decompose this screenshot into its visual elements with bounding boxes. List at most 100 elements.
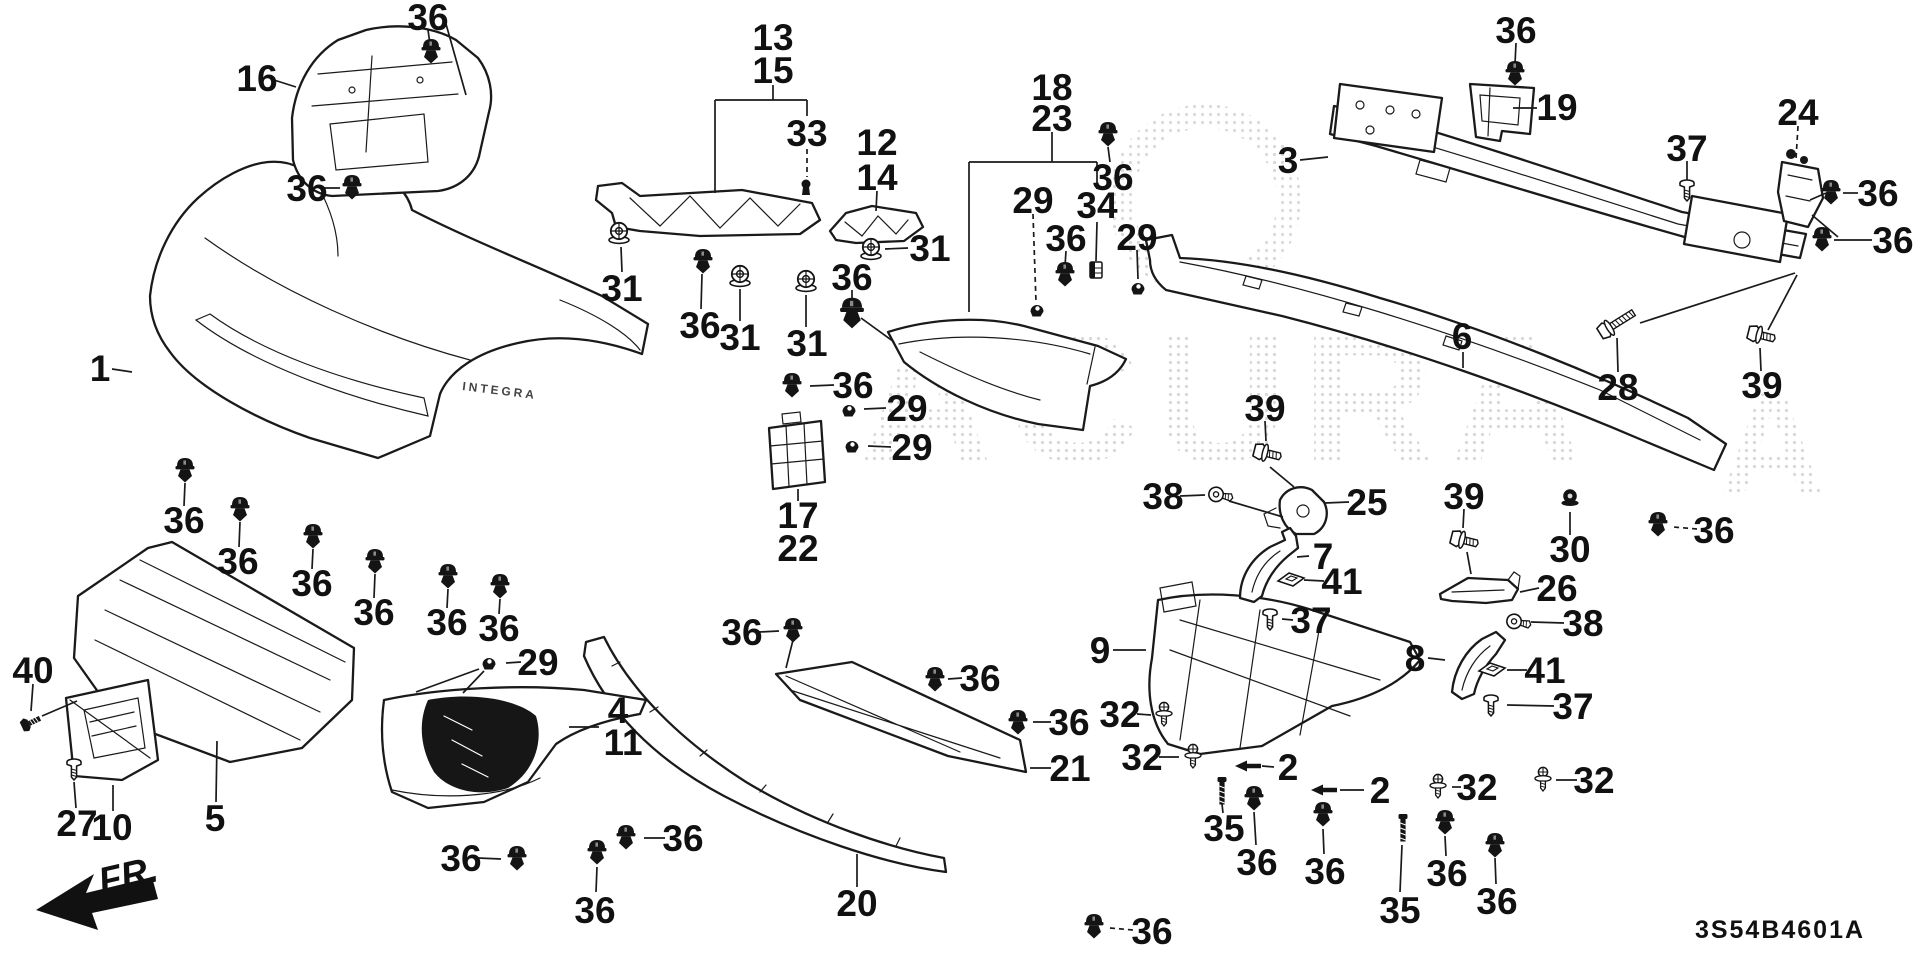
callout-33[interactable]: 33 [786,113,827,154]
callout-31[interactable]: 31 [909,228,950,269]
callout-20[interactable]: 20 [836,883,877,924]
callout-38[interactable]: 38 [1142,476,1183,517]
callout-3[interactable]: 3 [1278,140,1299,181]
callout-36[interactable]: 36 [1304,851,1345,892]
callout-31[interactable]: 31 [786,323,827,364]
callout-5[interactable]: 5 [205,798,226,839]
callout-41[interactable]: 41 [1524,650,1565,691]
callout-29[interactable]: 29 [1116,217,1157,258]
callout-22[interactable]: 22 [777,528,818,569]
callout-36[interactable]: 36 [291,563,332,604]
part-upper-cover-panel[interactable] [774,660,1028,774]
callout-26[interactable]: 26 [1536,568,1577,609]
callout-36[interactable]: 36 [1476,881,1517,922]
callout-36[interactable]: 36 [1092,157,1133,198]
callout-39[interactable]: 39 [1244,388,1285,429]
callout-12[interactable]: 12 [856,122,897,163]
callout-36[interactable]: 36 [426,602,467,643]
part-lower-stay-left[interactable] [1238,526,1300,604]
callout-36[interactable]: 36 [163,500,204,541]
callout-37[interactable]: 37 [1666,128,1707,169]
callout-2[interactable]: 2 [1370,770,1391,811]
callout-6[interactable]: 6 [1452,316,1473,357]
part-upper-beam-stay-right[interactable] [828,204,925,245]
callout-36[interactable]: 36 [1236,842,1277,883]
callout-19[interactable]: 19 [1536,87,1577,128]
callout-36[interactable]: 36 [679,305,720,346]
part-bumper-absorber[interactable] [1144,233,1728,472]
callout-36[interactable]: 36 [478,608,519,649]
part-upper-beam-stay-left[interactable] [594,181,822,238]
callout-36[interactable]: 36 [1495,10,1536,51]
callout-21[interactable]: 21 [1049,748,1090,789]
callout-36[interactable]: 36 [1426,853,1467,894]
callout-29[interactable]: 29 [886,388,927,429]
callout-36[interactable]: 36 [831,257,872,298]
callout-36[interactable]: 36 [959,658,1000,699]
callout-37[interactable]: 37 [1290,600,1331,641]
part-side-spoiler-garnish[interactable] [886,318,1128,432]
part-center-bracket[interactable] [767,411,827,491]
callout-34[interactable]: 34 [1076,185,1118,226]
callout-28[interactable]: 28 [1597,367,1638,408]
callout-36[interactable]: 36 [662,818,703,859]
callout-11[interactable]: 11 [603,722,642,763]
callout-15[interactable]: 15 [752,50,793,91]
callout-29[interactable]: 29 [891,427,932,468]
callout-16[interactable]: 16 [236,58,277,99]
callout-39[interactable]: 39 [1443,476,1484,517]
callout-31[interactable]: 31 [601,268,642,309]
callout-27[interactable]: 27 [56,803,97,844]
callout-36[interactable]: 36 [1048,702,1089,743]
callout-29[interactable]: 29 [517,642,558,683]
callout-1[interactable]: 1 [90,348,111,389]
callout-36[interactable]: 36 [353,592,394,633]
part-beam-bracket[interactable] [1468,82,1536,143]
callout-23[interactable]: 23 [1031,98,1072,139]
part-front-bumper-face[interactable]: INTEGRA [148,160,650,460]
callout-32[interactable]: 32 [1099,694,1140,735]
callout-2[interactable]: 2 [1278,747,1299,788]
part-lower-stay-right[interactable] [1450,630,1507,701]
callout-8[interactable]: 8 [1405,638,1426,679]
callout-31[interactable]: 31 [719,317,760,358]
callout-30[interactable]: 30 [1549,529,1590,570]
callout-36[interactable]: 36 [1045,218,1086,259]
part-lower-trim-strip[interactable] [582,635,948,874]
callout-36[interactable]: 36 [407,0,448,38]
callout-18[interactable]: 18 [1031,67,1072,108]
callout-35[interactable]: 35 [1379,890,1420,931]
callout-14[interactable]: 14 [856,157,898,198]
callout-36[interactable]: 36 [721,612,762,653]
callout-40[interactable]: 40 [12,650,53,691]
callout-29[interactable]: 29 [1012,180,1053,221]
callout-36[interactable]: 36 [1131,911,1172,952]
callout-17[interactable]: 17 [777,495,818,536]
callout-24[interactable]: 24 [1777,92,1819,133]
callout-13[interactable]: 13 [752,17,793,58]
part-corner-bracket[interactable] [1776,149,1825,229]
callout-32[interactable]: 32 [1121,737,1162,778]
part-fog-bracket[interactable] [1263,486,1328,536]
callout-37[interactable]: 37 [1552,686,1593,727]
part-side-stay-right[interactable] [1438,571,1521,605]
part-lower-shutter-grille[interactable] [1148,581,1422,756]
part-fog-light-garnish[interactable] [380,686,648,810]
callout-36[interactable]: 36 [217,541,258,582]
callout-36[interactable]: 36 [832,365,873,406]
callout-10[interactable]: 10 [91,807,132,848]
callout-36[interactable]: 36 [286,168,327,209]
part-radiator-air-guide[interactable] [290,25,493,198]
callout-36[interactable]: 36 [1872,220,1913,261]
callout-36[interactable]: 36 [1857,173,1898,214]
callout-32[interactable]: 32 [1456,767,1497,808]
callout-41[interactable]: 41 [1321,561,1362,602]
callout-36[interactable]: 36 [1693,510,1734,551]
callout-4[interactable]: 4 [608,690,629,731]
callout-9[interactable]: 9 [1090,630,1111,671]
callout-7[interactable]: 7 [1313,536,1334,577]
callout-35[interactable]: 35 [1203,808,1244,849]
callout-36[interactable]: 36 [574,890,615,931]
callout-25[interactable]: 25 [1346,482,1387,523]
callout-38[interactable]: 38 [1562,603,1603,644]
